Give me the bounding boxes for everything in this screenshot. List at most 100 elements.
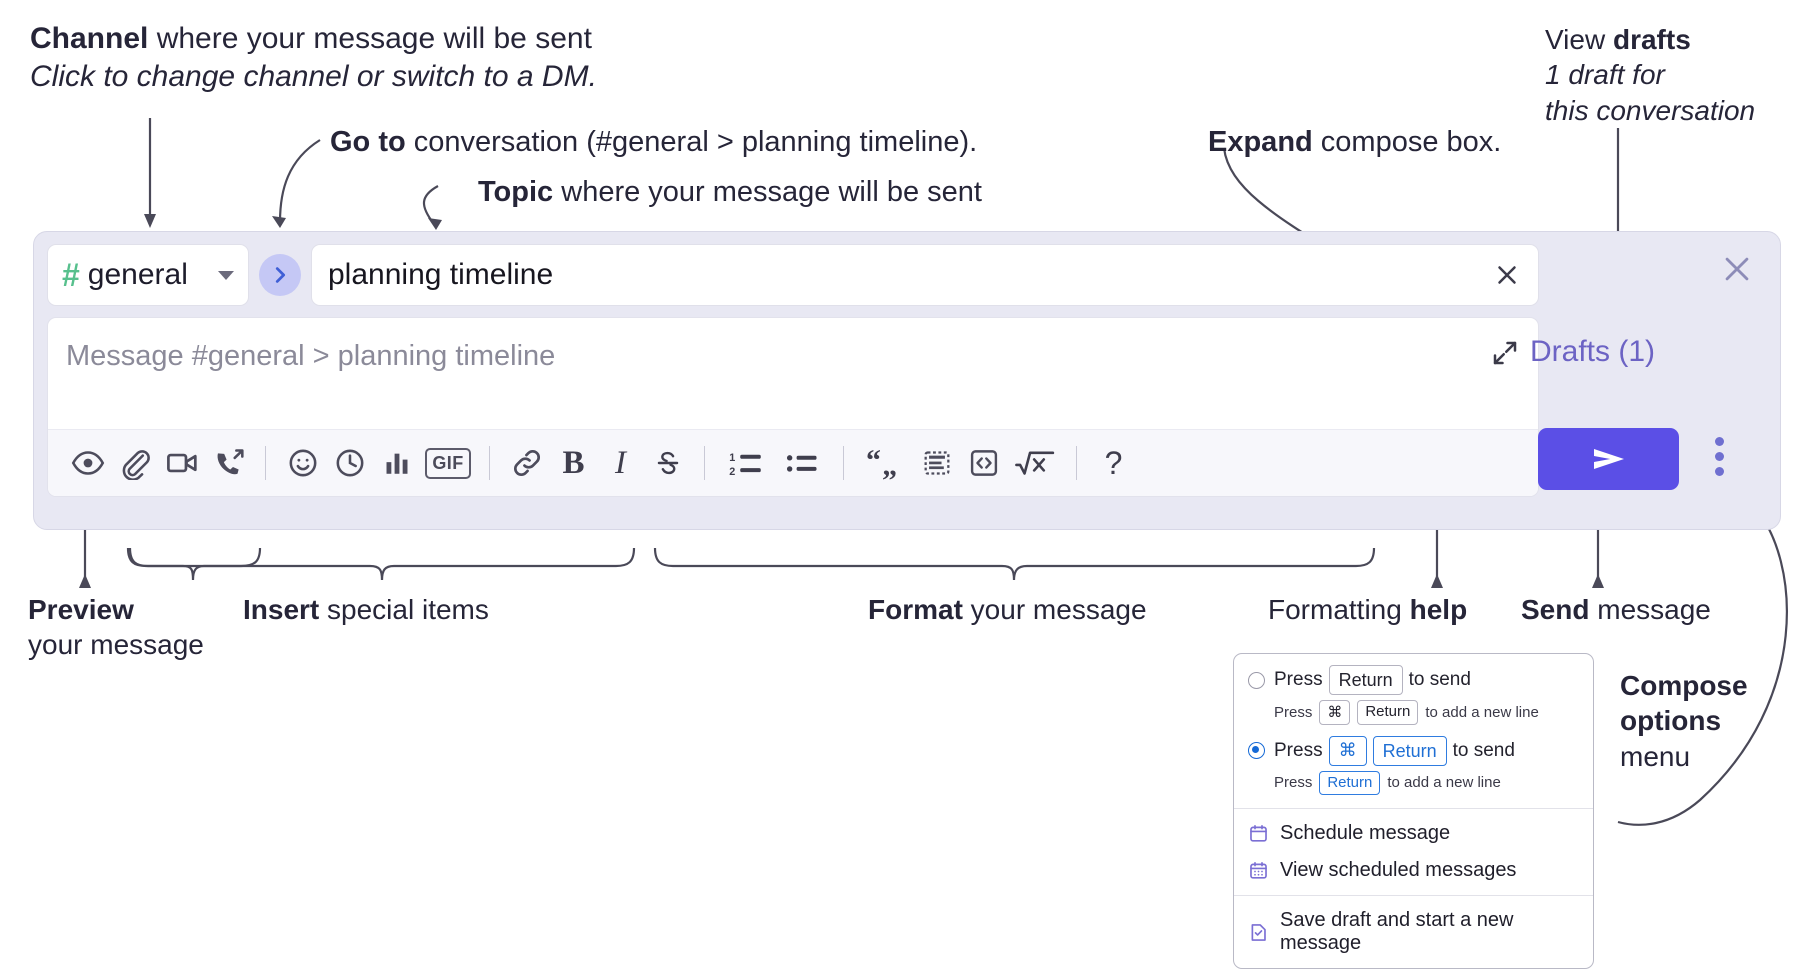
send-option-row[interactable]: Press ⌘ Return to send — [1234, 734, 1593, 768]
close-icon — [1498, 266, 1516, 284]
bold-label: B — [562, 444, 585, 481]
send-option-suffix: to send — [1408, 669, 1471, 691]
help-label: ? — [1104, 444, 1123, 481]
sub-suffix: to add a new line — [1387, 774, 1501, 792]
annotation-insert-rest: special items — [319, 594, 489, 625]
send-icon — [1593, 449, 1624, 469]
link-button[interactable] — [503, 440, 550, 487]
preview-button[interactable] — [64, 440, 111, 487]
topic-clear-button[interactable] — [1492, 260, 1522, 290]
annotation-topic-bold: Topic — [478, 176, 554, 208]
chevron-down-icon — [218, 270, 234, 280]
menu-item-label: Schedule message — [1280, 822, 1451, 845]
poll-button[interactable] — [373, 440, 420, 487]
annotation-format: Format your message — [868, 592, 1147, 627]
send-option-sub: Press ⌘ Return to add a new line — [1234, 697, 1593, 727]
strikethrough-icon — [657, 451, 678, 475]
video-icon — [166, 453, 197, 473]
code-block-button[interactable] — [913, 440, 960, 487]
attachment-icon — [122, 450, 150, 480]
menu-divider — [1234, 895, 1593, 897]
calendar-icon — [1250, 825, 1267, 842]
key-command: ⌘ — [1319, 700, 1351, 725]
compose-options-dropdown: Press Return to send Press ⌘ Return to a… — [1233, 653, 1594, 969]
bold-button[interactable]: B — [550, 440, 597, 487]
calendar-grid-icon — [1250, 862, 1267, 879]
annotation-channel-rest: where your message will be sent — [148, 22, 592, 55]
compose-panel: # general planning timeline — [33, 231, 1781, 530]
math-button[interactable] — [1007, 440, 1063, 487]
key-return: Return — [1328, 665, 1403, 696]
annotation-expand-bold: Expand — [1208, 126, 1313, 158]
ordered-list-button[interactable]: 1 2 — [718, 440, 774, 487]
annotation-topic-rest: where your message will be sent — [553, 176, 982, 208]
annotation-preview: Preview your message — [28, 592, 204, 663]
menu-item-save-draft[interactable]: Save draft and start a new message — [1234, 902, 1593, 962]
sub-prefix: Press — [1274, 703, 1313, 721]
annotation-channel: Channel where your message will be sent … — [30, 20, 597, 96]
annotation-goto: Go to conversation (#general > planning … — [330, 124, 977, 161]
video-button[interactable] — [158, 440, 205, 487]
svg-text:„: „ — [882, 449, 897, 480]
bulleted-list-button[interactable] — [774, 440, 830, 487]
preview-icon — [71, 451, 104, 475]
annotation-topic: Topic where your message will be sent — [478, 174, 982, 211]
expand-compose-button[interactable] — [1490, 338, 1520, 373]
send-option-row[interactable]: Press Return to send — [1234, 663, 1593, 697]
emoji-button[interactable] — [279, 440, 326, 487]
annotation-send: Send message — [1521, 592, 1711, 627]
key-command: ⌘ — [1328, 735, 1367, 766]
annotation-expand-rest: compose box. — [1312, 126, 1502, 158]
annotation-compose-options: Compose options menu — [1620, 668, 1795, 774]
compose-options-menu-button[interactable] — [1715, 437, 1724, 476]
gif-button[interactable]: GIF — [420, 440, 476, 487]
annotation-drafts-line1: 1 draft for — [1545, 59, 1665, 91]
topic-input[interactable]: planning timeline — [311, 244, 1539, 306]
annotation-preview-line2: your message — [28, 629, 204, 661]
annotation-format-bold: Format — [868, 594, 963, 625]
annotation-compose-line2: options — [1620, 705, 1722, 737]
ordered-list-icon: 1 2 — [729, 452, 761, 478]
annotation-help-lead: Formatting — [1268, 594, 1410, 625]
message-input-area[interactable]: Message #general > planning timeline — [47, 317, 1539, 497]
key-return: Return — [1357, 700, 1419, 725]
audio-call-button[interactable] — [205, 440, 252, 487]
send-option-prefix: Press — [1274, 739, 1323, 761]
attachment-button[interactable] — [111, 440, 158, 487]
annotation-compose-line1: Compose — [1620, 670, 1748, 701]
send-option-suffix: to send — [1452, 739, 1515, 761]
close-panel-button[interactable] — [1720, 252, 1754, 291]
save-draft-icon — [1251, 923, 1266, 941]
poll-icon — [386, 453, 407, 474]
annotation-format-rest: your message — [962, 594, 1147, 625]
annotation-help: Formatting help — [1268, 592, 1467, 627]
toolbar-divider — [843, 446, 844, 480]
goto-conversation-button[interactable] — [259, 254, 301, 296]
key-return: Return — [1372, 735, 1447, 766]
kebab-dot — [1715, 467, 1724, 476]
menu-item-label: View scheduled messages — [1280, 859, 1517, 882]
code-icon — [970, 450, 997, 476]
radio-selected[interactable] — [1248, 742, 1265, 760]
annotation-channel-italic: Click to change channel or switch to a D… — [30, 59, 597, 93]
send-option-prefix: Press — [1274, 669, 1323, 691]
menu-item-view-scheduled-messages[interactable]: View scheduled messages — [1234, 852, 1593, 889]
italic-button[interactable]: I — [597, 440, 644, 487]
annotation-goto-rest: conversation (#general > planning timeli… — [405, 126, 978, 158]
drafts-link[interactable]: Drafts (1) — [1530, 335, 1656, 368]
radio-unselected[interactable] — [1248, 671, 1265, 689]
code-button[interactable] — [960, 440, 1007, 487]
channel-selector[interactable]: # general — [47, 244, 249, 306]
link-icon — [513, 450, 540, 476]
annotation-drafts-lead: View — [1545, 24, 1613, 55]
menu-item-schedule-message[interactable]: Schedule message — [1234, 815, 1593, 852]
annotation-expand: Expand compose box. — [1208, 124, 1501, 161]
strikethrough-button[interactable] — [644, 440, 691, 487]
schedule-section: Schedule message View scheduled messages — [1234, 809, 1593, 895]
send-message-button[interactable] — [1538, 428, 1679, 490]
formatting-help-button[interactable]: ? — [1090, 440, 1137, 487]
toolbar-divider — [489, 446, 490, 480]
compose-inner: # general planning timeline — [47, 244, 1539, 497]
clock-button[interactable] — [326, 440, 373, 487]
blockquote-button[interactable]: “ „ — [857, 440, 913, 487]
